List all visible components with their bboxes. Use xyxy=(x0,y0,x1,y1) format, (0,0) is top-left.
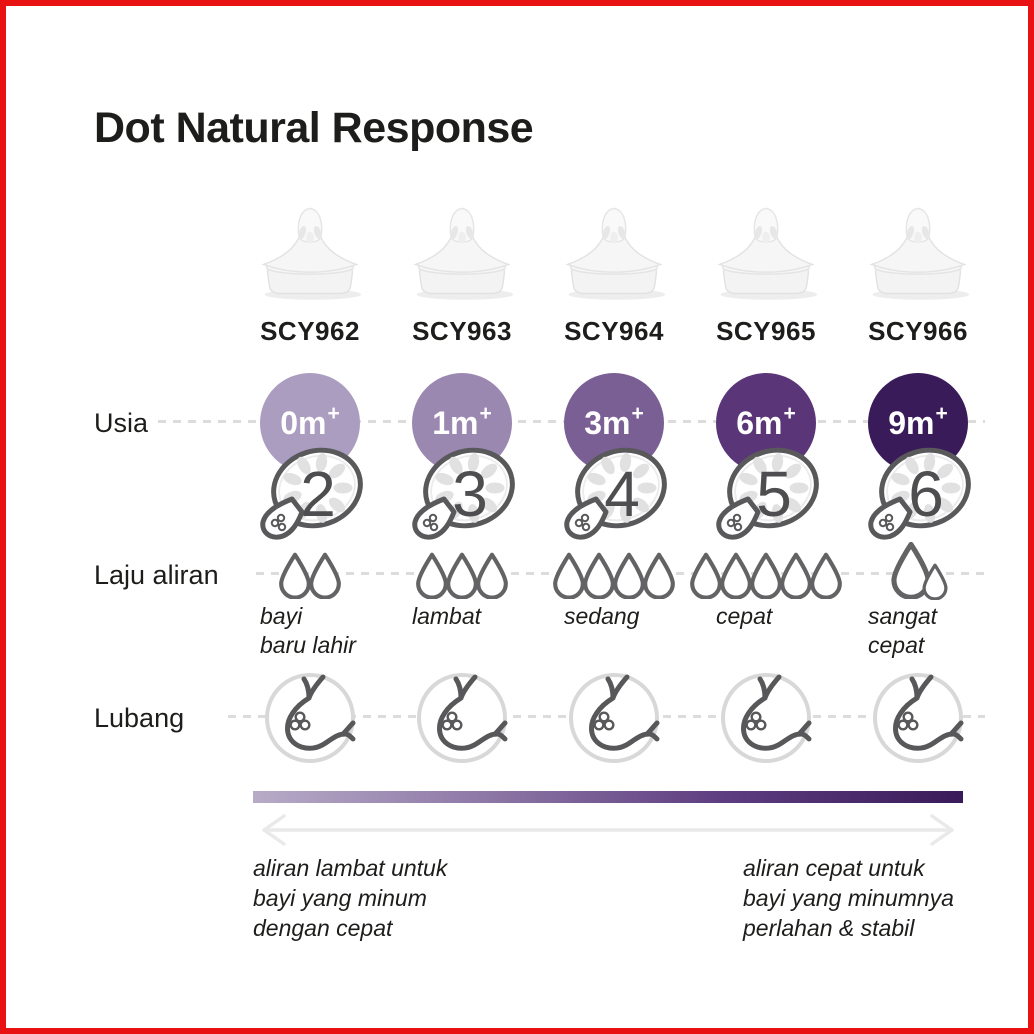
flow-label: lambat xyxy=(412,603,482,629)
teat-cross-section-icon: 2 xyxy=(255,444,365,544)
teat-photo-icon xyxy=(708,196,824,302)
teat-photo-icon xyxy=(860,196,976,302)
teat-cross-section-icon: 6 xyxy=(863,444,973,544)
svg-text:6: 6 xyxy=(908,458,944,530)
hole-icon xyxy=(720,672,812,764)
svg-text:3: 3 xyxy=(452,458,488,530)
flow-rate-row xyxy=(234,545,994,599)
hole-icon xyxy=(416,672,508,764)
flow-label: sedang xyxy=(564,603,640,629)
droplet-icon xyxy=(474,552,510,599)
droplet-small-icon xyxy=(918,563,952,600)
svg-text:2: 2 xyxy=(300,458,336,530)
row-label-hole: Lubang xyxy=(94,703,185,733)
product-code: SCY964 xyxy=(564,316,664,346)
slow-flow-caption: aliran lambat untuk bayi yang minum deng… xyxy=(253,855,448,941)
droplet-large-small-icon xyxy=(882,541,954,599)
hole-icon xyxy=(568,672,660,764)
double-arrow-icon xyxy=(262,814,954,846)
droplet-icon xyxy=(307,552,343,599)
product-code: SCY963 xyxy=(412,316,512,346)
hole-icon xyxy=(872,672,964,764)
svg-text:5: 5 xyxy=(756,458,792,530)
product-code: SCY965 xyxy=(716,316,816,346)
product-codes-row: SCY962 SCY963 SCY964 SCY965 SCY966 xyxy=(234,316,994,347)
teat-cross-section-icon: 5 xyxy=(711,444,821,544)
teat-cross-section-icon: 3 xyxy=(407,444,517,544)
fast-flow-caption: aliran cepat untuk bayi yang minumnya pe… xyxy=(743,855,954,941)
row-label-flow: Laju aliran xyxy=(94,560,219,590)
flow-label: cepat xyxy=(716,603,773,629)
product-code: SCY962 xyxy=(260,316,360,346)
row-label-age: Usia xyxy=(94,408,149,438)
teat-photo-icon xyxy=(404,196,520,302)
flow-gradient-bar xyxy=(253,791,963,803)
svg-text:4: 4 xyxy=(604,458,640,530)
teat-photo-icon xyxy=(252,196,368,302)
droplet-icon xyxy=(641,552,677,599)
hole-row xyxy=(234,672,994,764)
teat-photo-icon xyxy=(556,196,672,302)
hole-icon xyxy=(264,672,356,764)
product-code: SCY966 xyxy=(868,316,968,346)
teat-cross-section-icon: 4 xyxy=(559,444,669,544)
page-title: Dot Natural Response xyxy=(94,104,534,152)
teat-photos-row xyxy=(234,196,994,306)
age-row: 0m+ 2 1m+ 3 3m+ 4 6m+ 5 9m+ 6 xyxy=(234,373,994,553)
droplet-icon xyxy=(808,552,844,599)
